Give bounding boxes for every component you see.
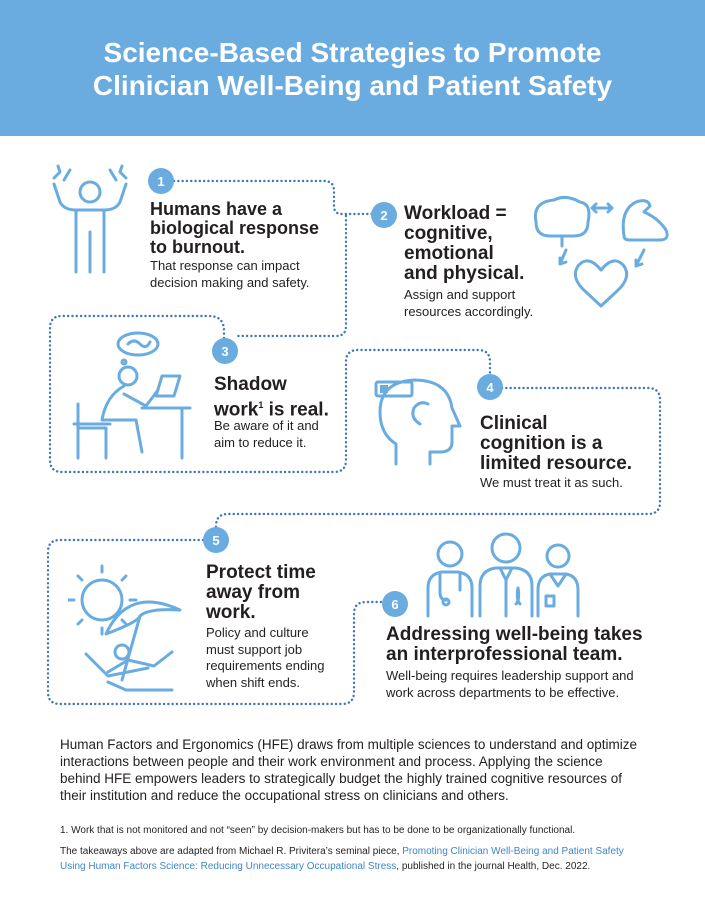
dotted-connector-path xyxy=(46,179,662,706)
strategy-1-title: Humans have a biological response to bur… xyxy=(150,199,320,257)
footnote-1: 1. Work that is not monitored and not “s… xyxy=(60,825,576,836)
strategy-3-body: Be aware of it and aim to reduce it. xyxy=(214,418,319,450)
beach-umbrella-icon xyxy=(68,564,182,692)
step-number-1: 1 xyxy=(148,168,174,194)
source-note: The takeaways above are adapted from Mic… xyxy=(60,846,624,872)
person-at-desk-icon xyxy=(72,331,192,460)
source-article-link-continued[interactable]: Using Human Factors Science: Reducing Un… xyxy=(60,861,397,872)
step-number-5: 5 xyxy=(203,527,229,553)
step-number-2: 2 xyxy=(371,202,397,228)
title-line-2: Clinician Well-Being and Patient Safety xyxy=(92,70,613,101)
brain-muscle-heart-icon xyxy=(533,195,669,308)
strategy-6-body: Well-being requires leadership support a… xyxy=(386,668,634,700)
clinician-team-icon xyxy=(426,532,580,618)
page-title: Science-Based Strategies to Promote Clin… xyxy=(53,36,653,102)
strategy-6-title: Addressing well-being takes an interprof… xyxy=(386,624,643,665)
strategy-4-title: Clinical cognition is a limited resource… xyxy=(480,413,633,474)
step-number-4: 4 xyxy=(477,374,503,400)
summary-paragraph: Human Factors and Ergonomics (HFE) draws… xyxy=(60,737,637,803)
strategy-2-title: Workload = cognitive, emotional and phys… xyxy=(404,203,525,284)
step-number-3: 3 xyxy=(212,338,238,364)
header-banner: Science-Based Strategies to Promote Clin… xyxy=(0,0,705,136)
strategy-4-body: We must treat it as such. xyxy=(480,475,623,490)
strategy-5-title: Protect time away from work. xyxy=(206,562,316,623)
footnotes: 1. Work that is not monitored and not “s… xyxy=(60,823,660,880)
strategy-1-body: That response can impact decision making… xyxy=(150,258,310,290)
head-battery-icon xyxy=(374,378,462,466)
strategy-2-body: Assign and support resources accordingly… xyxy=(404,287,534,319)
source-article-link[interactable]: Promoting Clinician Well-Being and Patie… xyxy=(402,846,624,857)
step-number-6: 6 xyxy=(382,591,408,617)
strategy-5-body: Policy and culture must support job requ… xyxy=(206,625,325,690)
footnote-marker: 1 xyxy=(258,400,264,410)
strategies-infographic: 1 2 3 4 5 6 Humans have a biological res… xyxy=(0,136,705,726)
strategy-3-title: Shadow work1 is real. xyxy=(214,374,329,421)
stressed-person-icon xyxy=(52,164,128,274)
title-line-1: Science-Based Strategies to Promote xyxy=(103,37,602,68)
